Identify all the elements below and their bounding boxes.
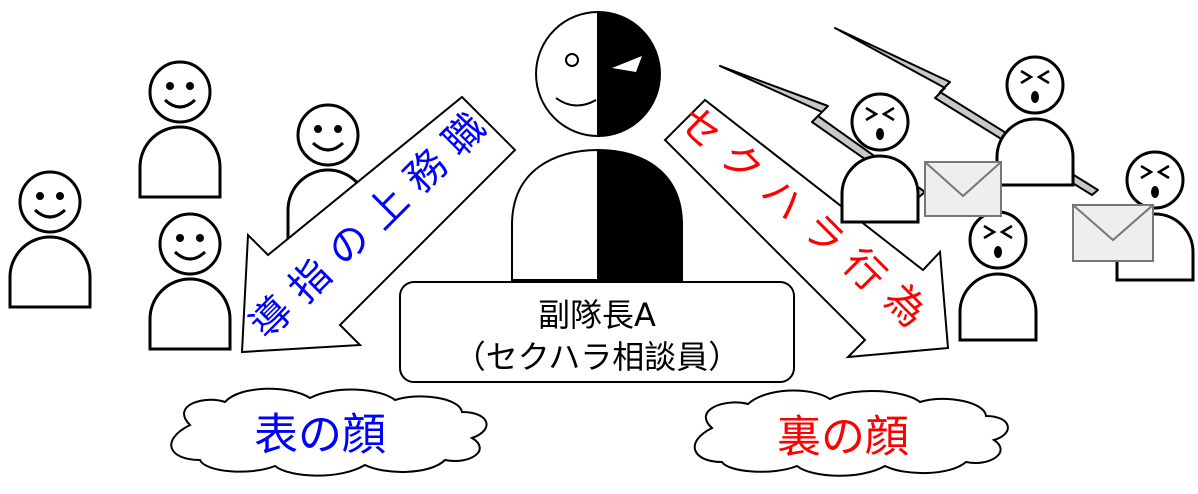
center-person	[511, 10, 683, 281]
envelope-icon	[1072, 204, 1154, 262]
right-cloud: 裏の顔	[693, 389, 1009, 477]
name-box: 副隊長A （セクハラ相談員）	[399, 281, 795, 383]
center-smile-icon	[555, 97, 597, 107]
right-arrow-shape	[663, 98, 950, 359]
distressed-person-icon	[840, 92, 920, 224]
victims-group	[840, 55, 1195, 342]
right-cloud-label: 裏の顔	[777, 412, 909, 463]
subordinates-group	[8, 60, 370, 351]
happy-person-icon	[8, 170, 92, 309]
distressed-person-icon	[995, 55, 1075, 187]
name-line-2: （セクハラ相談員）	[454, 338, 740, 376]
center-eye-sly-icon	[612, 56, 642, 72]
left-cloud-label: 表の顔	[254, 410, 386, 461]
left-cloud-shape	[170, 387, 488, 477]
name-box-frame	[399, 281, 795, 383]
name-line-1: 副隊長A	[538, 296, 656, 334]
center-body-white	[511, 148, 599, 281]
distressed-person-icon	[958, 210, 1038, 342]
left-cloud: 表の顔	[170, 387, 488, 477]
envelope-icon	[924, 161, 1002, 217]
right-cloud-shape	[693, 389, 1009, 477]
center-eye-white-icon	[565, 53, 579, 67]
center-head-white	[535, 10, 599, 138]
happy-person-icon	[138, 60, 222, 199]
happy-person-icon	[148, 212, 232, 351]
left-arrow-shape	[240, 95, 517, 354]
center-body-black	[597, 148, 683, 281]
center-head-black	[597, 10, 661, 138]
